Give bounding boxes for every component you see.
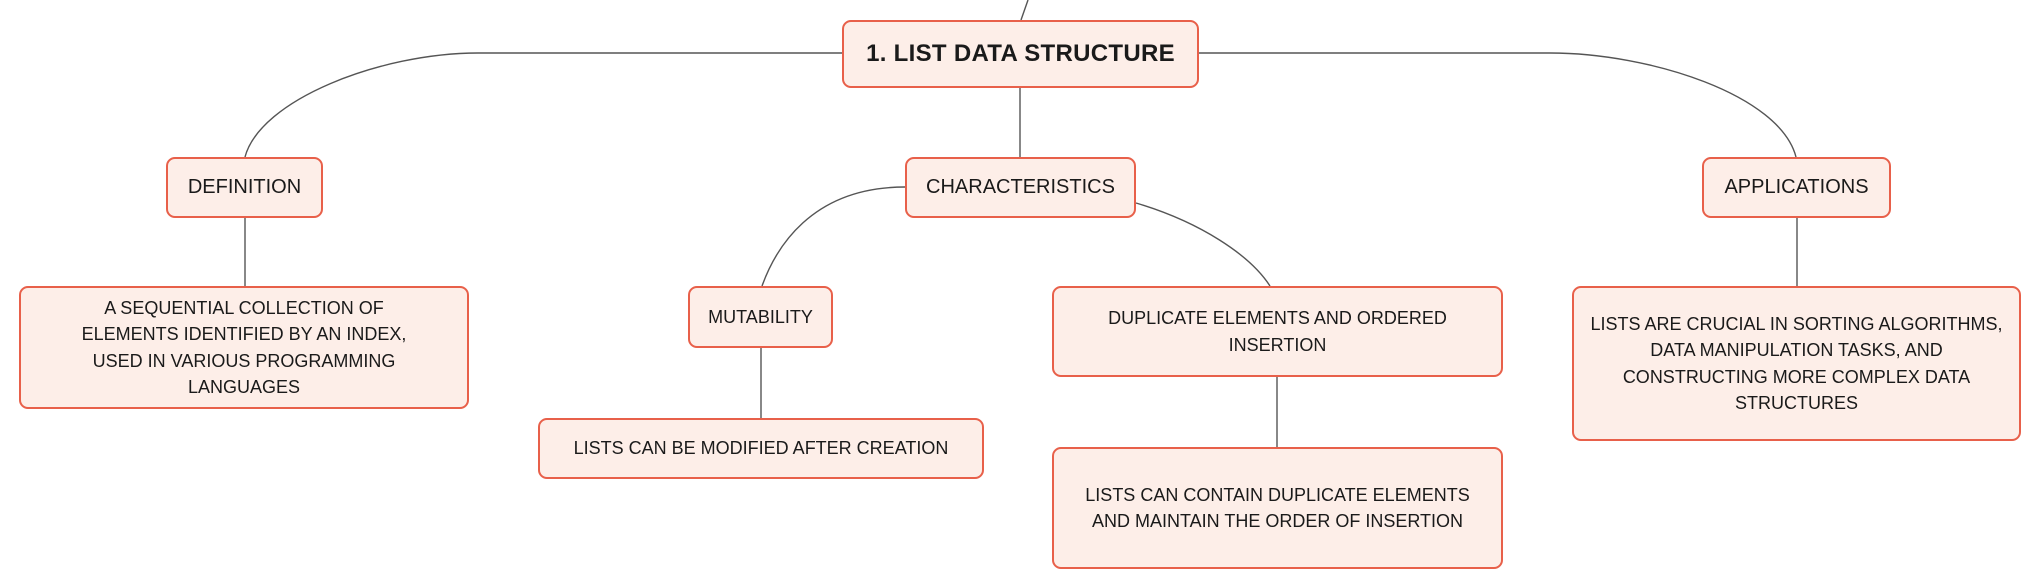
definition-topic-label: DEFINITION [187, 176, 302, 198]
characteristics-topic-label: CHARACTERISTICS [926, 176, 1115, 198]
duplicates-detail-text: LISTS CAN CONTAIN DUPLICATE ELEMENTS AND… [1085, 484, 1470, 531]
root-topic-label: 1. LIST DATA STRUCTURE [866, 39, 1175, 67]
applications-detail-text: LISTS ARE CRUCIAL IN SORTING ALGORITHMS,… [1590, 314, 2003, 413]
applications-topic-label: APPLICATIONS [1724, 176, 1869, 198]
duplicates-topic-label: DUPLICATE ELEMENTS AND ORDERED INSERTION [1108, 308, 1447, 355]
definition-detail[interactable]: A SEQUENTIAL COLLECTION OF ELEMENTS IDEN… [19, 286, 469, 409]
mutability-detail[interactable]: LISTS CAN BE MODIFIED AFTER CREATION [538, 418, 984, 479]
connector-characteristics-to-duplicates [1135, 202, 1271, 287]
duplicates-detail[interactable]: LISTS CAN CONTAIN DUPLICATE ELEMENTS AND… [1052, 447, 1503, 569]
mutability-topic-label: MUTABILITY [708, 306, 813, 327]
definition-topic[interactable]: DEFINITION [166, 157, 323, 218]
definition-detail-text: A SEQUENTIAL COLLECTION OF ELEMENTS IDEN… [81, 298, 407, 397]
characteristics-topic[interactable]: CHARACTERISTICS [905, 157, 1136, 218]
applications-detail[interactable]: LISTS ARE CRUCIAL IN SORTING ALGORITHMS,… [1572, 286, 2021, 441]
connector-root-to-applications [1199, 52, 1797, 158]
duplicates-topic[interactable]: DUPLICATE ELEMENTS AND ORDERED INSERTION [1052, 286, 1503, 377]
connector-characteristics-to-mutability [761, 186, 906, 287]
root-topic[interactable]: 1. LIST DATA STRUCTURE [842, 20, 1199, 88]
mutability-detail-text: LISTS CAN BE MODIFIED AFTER CREATION [573, 438, 949, 459]
connector-parent-to-root [1020, 0, 1029, 21]
connector-root-to-definition [244, 52, 842, 158]
applications-topic[interactable]: APPLICATIONS [1702, 157, 1891, 218]
mutability-topic[interactable]: MUTABILITY [688, 286, 833, 348]
